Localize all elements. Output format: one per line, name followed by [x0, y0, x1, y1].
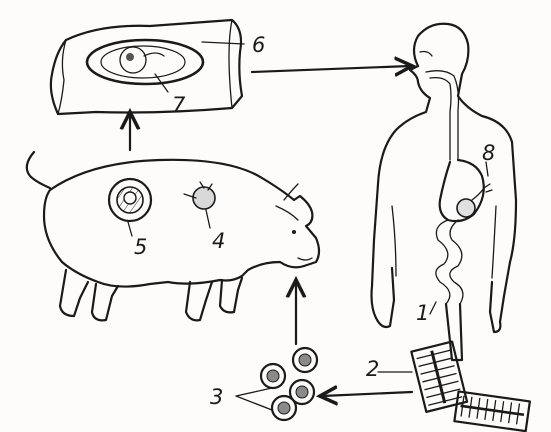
label-4: 4 — [212, 229, 225, 253]
cysticercus-cyst-5 — [109, 179, 151, 236]
pig-intermediate-host — [27, 152, 319, 320]
label-7: 7 — [172, 93, 186, 117]
egg — [261, 364, 285, 388]
arrow-proglottids-to-eggs — [322, 392, 412, 396]
human-definitive-host — [372, 24, 517, 360]
muscle-tissue-block — [51, 20, 244, 114]
label-6: 6 — [252, 33, 265, 57]
label-1: 1 — [416, 301, 429, 325]
egg — [272, 396, 296, 420]
digestive-tract — [426, 71, 484, 360]
arrow-muscle-to-human — [252, 66, 410, 72]
adult-tapeworm-8 — [457, 162, 492, 217]
label-2: 2 — [366, 357, 379, 381]
oncosphere-4 — [184, 182, 215, 228]
gravid-proglottids-2 — [378, 342, 530, 432]
label-8: 8 — [482, 141, 495, 165]
egg — [293, 348, 317, 372]
eggs-3 — [236, 348, 317, 420]
label-5: 5 — [134, 235, 147, 259]
label-3: 3 — [210, 385, 223, 409]
